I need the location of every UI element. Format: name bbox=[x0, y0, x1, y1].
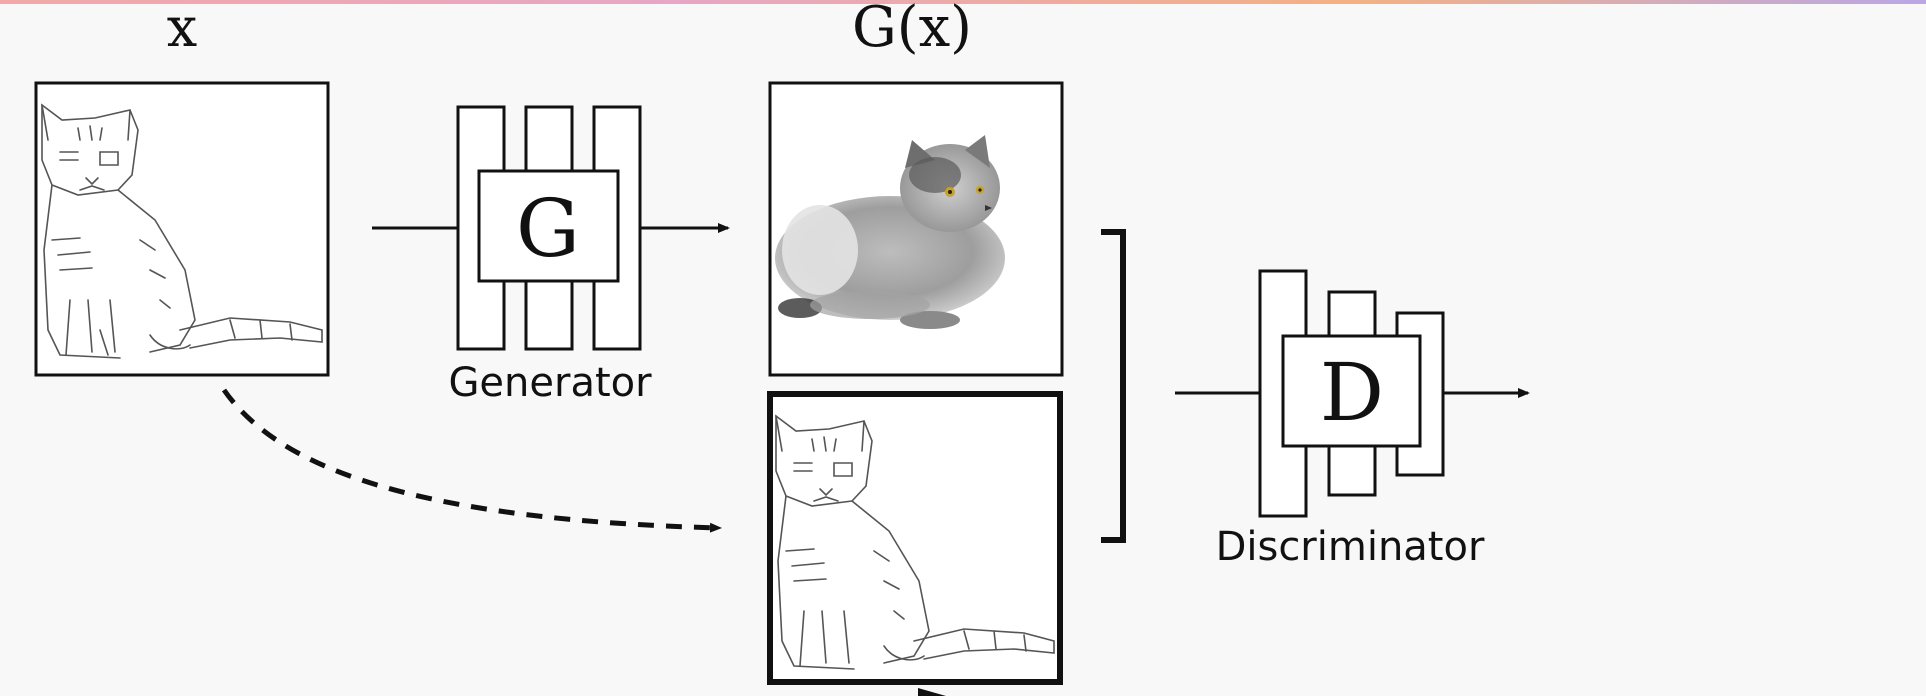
discriminator-letter: D bbox=[1320, 346, 1384, 439]
input-sketch-panel bbox=[34, 81, 330, 377]
output-label: G(x) bbox=[852, 0, 972, 60]
discriminator-box bbox=[1281, 334, 1422, 448]
input-label: x bbox=[167, 0, 197, 59]
condition-dashed-arrow bbox=[221, 388, 722, 533]
generator-letter: G bbox=[516, 182, 580, 275]
cat-sketch-icon-2 bbox=[775, 414, 1055, 670]
top-gradient-strip bbox=[0, 0, 1926, 4]
discriminator-network: D bbox=[1258, 269, 1445, 518]
bottom-arrow-tip bbox=[918, 688, 946, 696]
cat-sketch-icon bbox=[41, 103, 323, 359]
concat-bracket bbox=[1101, 229, 1126, 543]
cat-photo-icon bbox=[775, 135, 1005, 329]
generator-box bbox=[477, 169, 620, 283]
condition-sketch-panel bbox=[767, 391, 1063, 685]
generated-photo-panel bbox=[768, 81, 1064, 377]
generator-caption: Generator bbox=[448, 360, 652, 406]
discriminator-caption: Discriminator bbox=[1216, 524, 1485, 570]
generator-network: G bbox=[456, 105, 642, 351]
